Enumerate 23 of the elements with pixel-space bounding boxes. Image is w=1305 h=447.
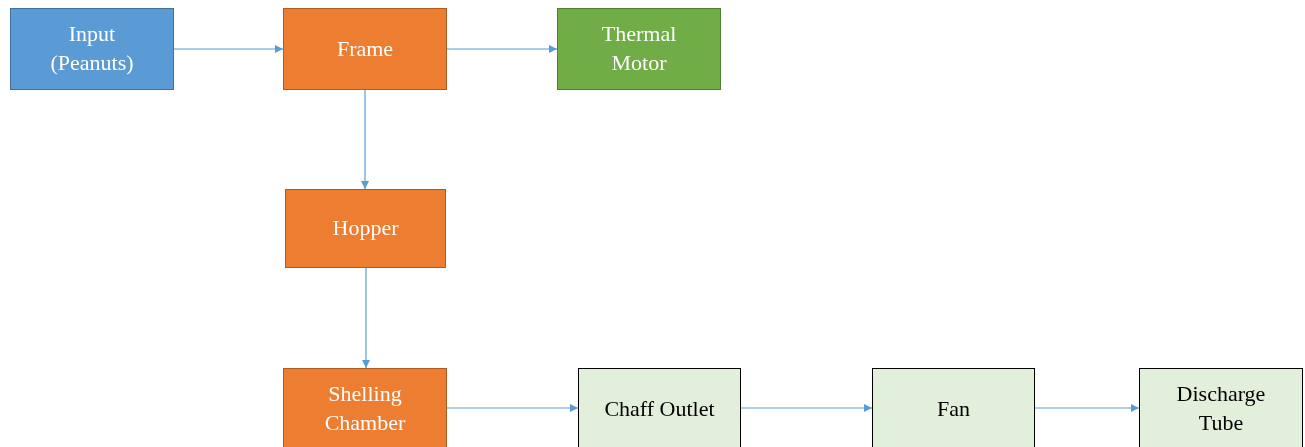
box-label: Chaff Outlet [604, 394, 715, 423]
box-label: Discharge Tube [1175, 380, 1267, 437]
process-box [283, 8, 447, 90]
box-label: Input (Peanuts) [49, 20, 135, 77]
process-box [872, 368, 1035, 447]
arrow [173, 45, 284, 53]
process-box [578, 368, 741, 447]
process-box [557, 8, 721, 90]
process-box [1139, 368, 1303, 447]
process-box [285, 189, 446, 268]
box-label: Thermal Motor [600, 20, 678, 77]
box-label: Hopper [332, 214, 399, 243]
arrow [740, 404, 873, 412]
arrow [446, 45, 558, 53]
process-box [283, 368, 447, 447]
process-box [10, 8, 174, 90]
box-label: Shelling Chamber [323, 380, 407, 437]
arrow [446, 404, 579, 412]
arrow [1034, 404, 1140, 412]
box-label: Fan [937, 394, 970, 423]
arrow [362, 267, 370, 369]
box-label: Frame [336, 34, 394, 63]
arrow [361, 89, 369, 190]
